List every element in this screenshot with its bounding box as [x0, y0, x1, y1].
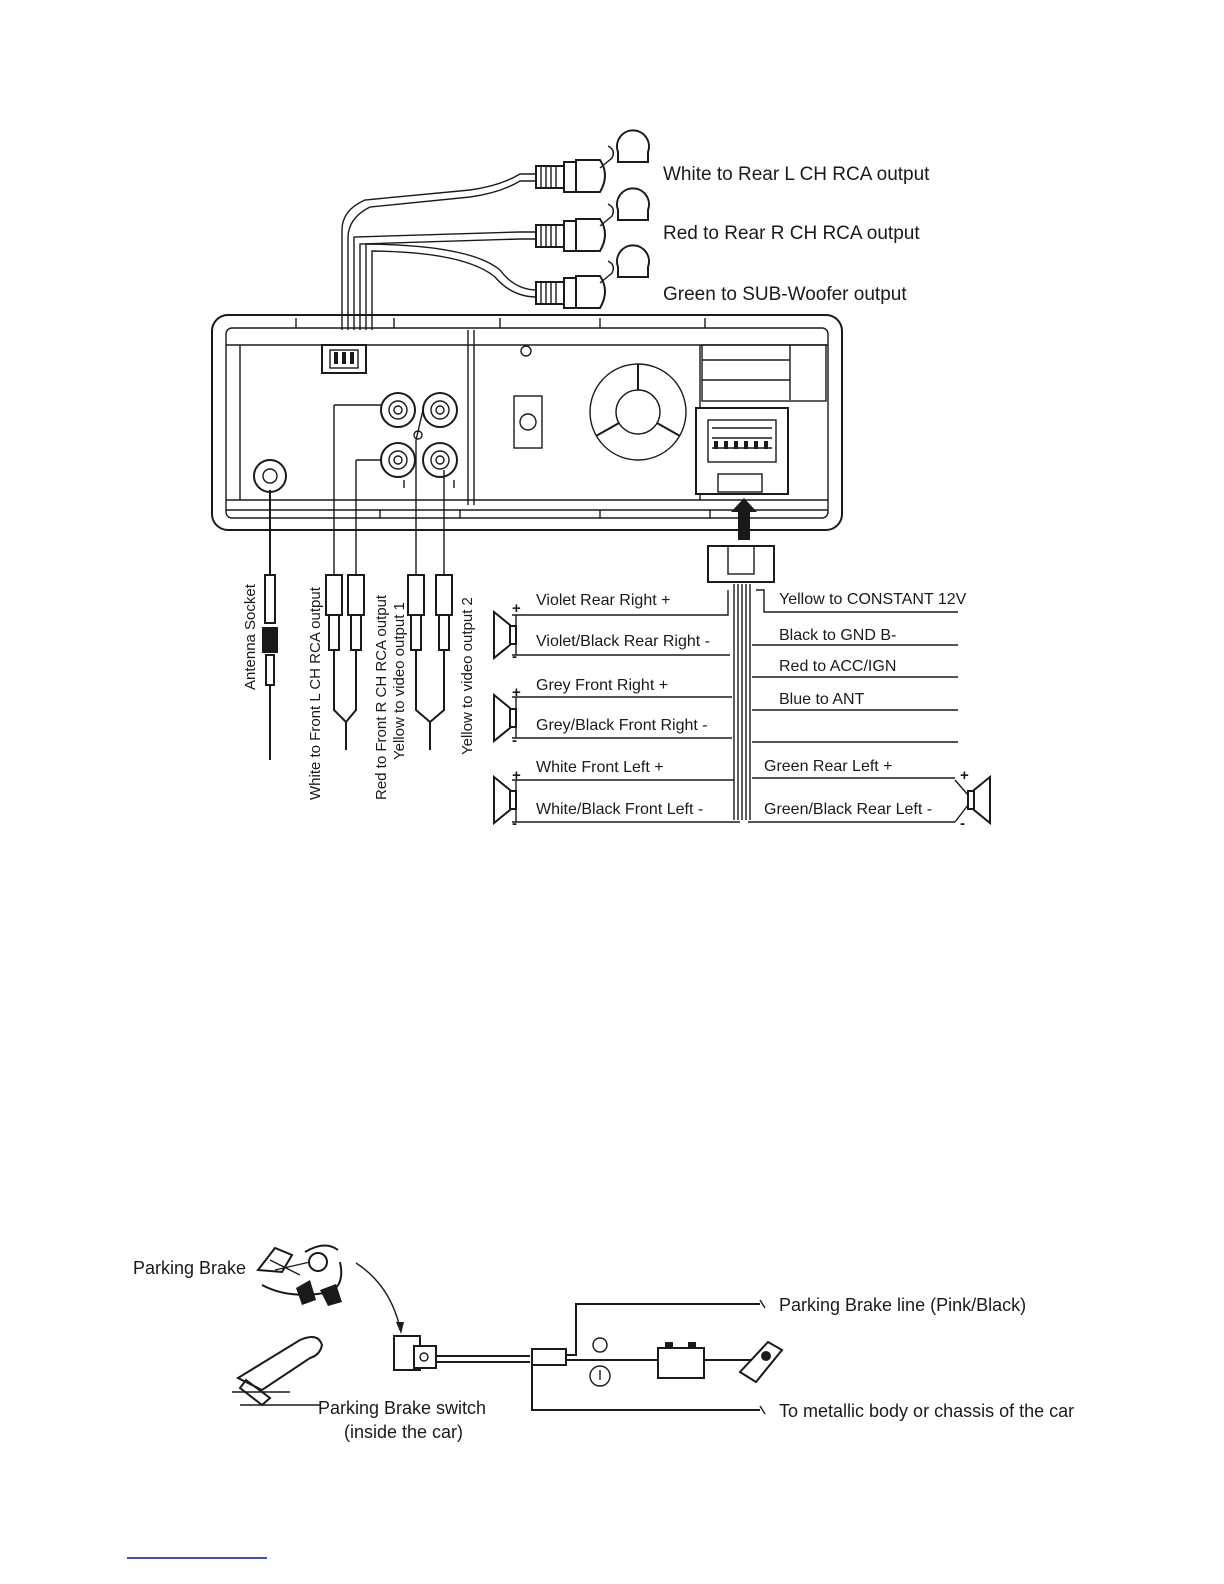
polarity-plus-1: +	[512, 600, 521, 617]
front-right-rca-label: Red to Front R CH RCA output	[373, 594, 390, 800]
parking-brake-switch	[393, 1335, 530, 1371]
polarity-plus-3: +	[512, 767, 521, 784]
yellow-constant-label: Yellow to CONSTANT 12V	[779, 591, 967, 608]
rca-plug-white	[535, 129, 650, 193]
rca-plug-green	[535, 244, 650, 309]
black-ground-label: Black to GND B-	[779, 627, 896, 644]
speaker-front-left	[493, 774, 517, 826]
rear-rca-cables	[341, 173, 538, 330]
rca-video1	[407, 574, 431, 750]
speaker-rear-left	[954, 774, 991, 826]
rca-front-red	[345, 574, 365, 723]
parking-brake-pedal-illustration	[256, 1244, 343, 1306]
inside-car-label: (inside the car)	[344, 1422, 463, 1442]
white-front-left-neg-label: White/Black Front Left -	[536, 801, 703, 818]
polarity-minus-3: -	[512, 815, 517, 832]
white-front-left-pos-label: White Front Left +	[536, 759, 664, 776]
parking-brake-switch-label: Parking Brake switch	[318, 1398, 486, 1418]
video-output-1-label: Yellow to video output 1	[391, 602, 408, 760]
speaker-rear-right	[493, 609, 517, 661]
polarity-minus-1: -	[512, 648, 517, 665]
fuse-holder	[531, 1303, 760, 1411]
video-output-2-label: Yellow to video output 2	[459, 597, 476, 755]
antenna-socket-label: Antenna Socket	[242, 583, 259, 690]
chassis-ground	[738, 1340, 784, 1384]
violet-rear-right-neg-label: Violet/Black Rear Right -	[536, 633, 710, 650]
rca-front-white	[325, 574, 347, 750]
rca-video2	[429, 574, 453, 723]
ignition-key	[589, 1337, 611, 1387]
blue-ant-label: Blue to ANT	[779, 691, 865, 708]
rear-left-rca-label: White to Rear L CH RCA output	[663, 164, 930, 185]
grey-front-right-neg-label: Grey/Black Front Right -	[536, 717, 708, 734]
polarity-minus-4: -	[960, 815, 965, 832]
rear-right-rca-label: Red to Rear R CH RCA output	[663, 223, 920, 244]
parking-brake-line-label: Parking Brake line (Pink/Black)	[779, 1295, 1026, 1315]
front-rca-leads	[262, 404, 453, 760]
green-rear-left-neg-label: Green/Black Rear Left -	[764, 801, 932, 818]
subwoofer-rca-label: Green to SUB-Woofer output	[663, 284, 907, 305]
green-rear-left-pos-label: Green Rear Left +	[764, 758, 893, 775]
front-left-rca-label: White to Front L CH RCA output	[307, 586, 324, 800]
polarity-minus-2: -	[512, 732, 517, 749]
polarity-plus-2: +	[512, 684, 521, 701]
wire-ends	[759, 1299, 766, 1415]
brake-arrow	[355, 1262, 401, 1329]
harness-left-wires	[512, 590, 740, 823]
head-unit-chassis	[211, 314, 843, 531]
harness-right-wires	[748, 589, 958, 823]
harness-arrow	[731, 498, 757, 540]
polarity-plus-4: +	[960, 767, 969, 784]
grey-front-right-pos-label: Grey Front Right +	[536, 677, 668, 694]
battery	[657, 1342, 752, 1379]
speaker-front-right	[493, 692, 517, 744]
rca-plug-red	[535, 187, 650, 252]
hand-brake-lever-illustration	[232, 1335, 324, 1407]
red-acc-label: Red to ACC/IGN	[779, 658, 896, 675]
chassis-label: To metallic body or chassis of the car	[779, 1401, 1074, 1421]
violet-rear-right-pos-label: Violet Rear Right +	[536, 592, 670, 609]
harness-connector	[707, 545, 775, 820]
parking-brake-label: Parking Brake	[133, 1258, 246, 1278]
